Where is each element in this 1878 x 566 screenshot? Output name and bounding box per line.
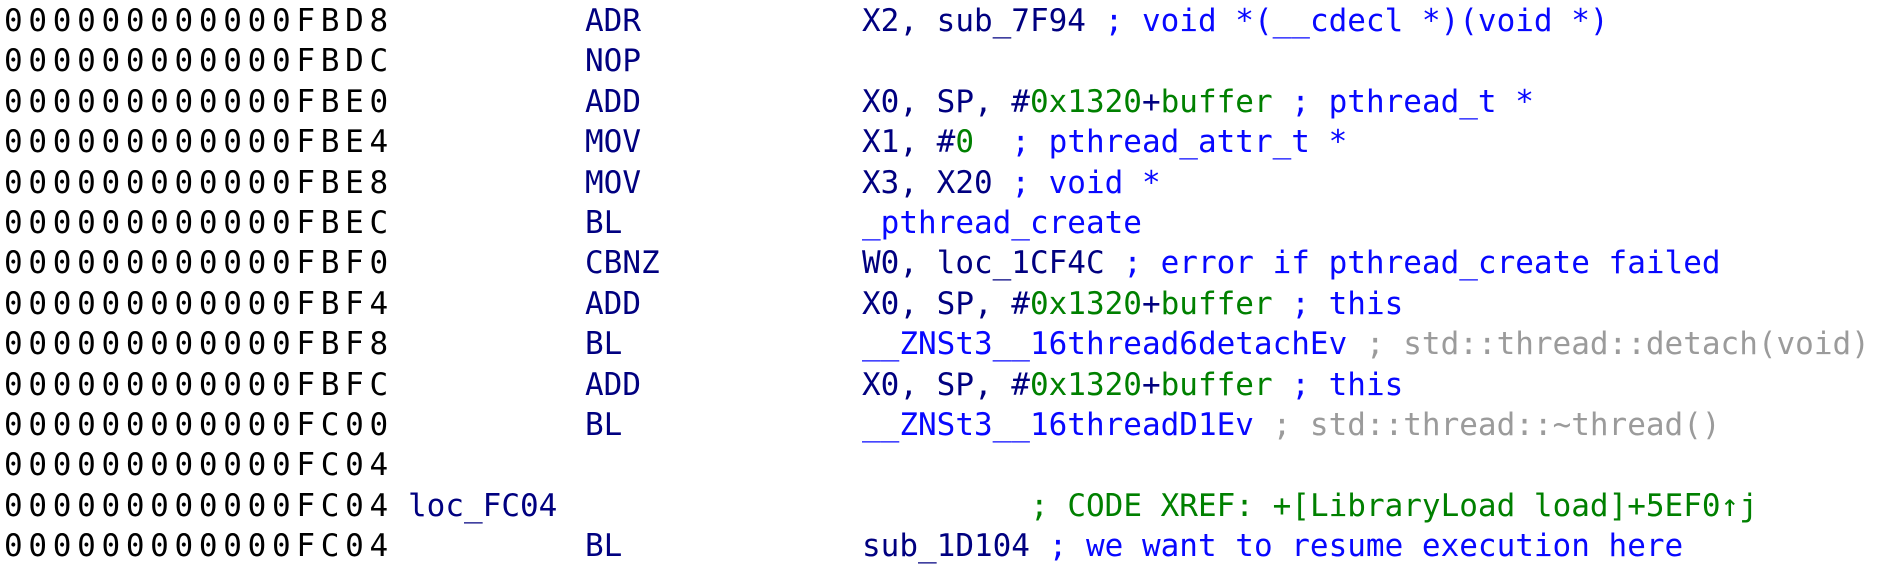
address: 000000000000FC04 (4, 487, 394, 524)
mnemonic: ADR (585, 3, 641, 39)
comment-text: ; this (1291, 285, 1404, 322)
number-literal: 0x1320 (1029, 83, 1142, 120)
instruction-body: X0, SP, #0x1320+buffer ; this (862, 365, 1403, 405)
operand-text: + (1141, 366, 1161, 403)
number-literal: buffer (1160, 285, 1273, 322)
mnemonic: BL (585, 326, 623, 363)
number-literal: 0x1320 (1029, 285, 1142, 322)
instruction-body: sub_1D104 ; we want to resume execution … (862, 526, 1683, 566)
asm-line[interactable]: 000000000000FBF4 ADD X0, SP, #0x1320+buffe… (0, 284, 1878, 324)
code-label[interactable]: loc_FC04 (408, 487, 558, 524)
asm-line[interactable]: 000000000000FC04 BL sub_1D104 ; we want to… (0, 526, 1878, 566)
asm-line[interactable]: 000000000000FC00 BL __ZNSt3__16threadD1Ev … (0, 405, 1878, 445)
mnemonic: MOV (585, 124, 641, 161)
instruction-body: _pthread_create (862, 203, 1142, 243)
operand-text (1273, 286, 1292, 322)
instruction-body: X2, sub_7F94 ; void *(__cdecl *)(void *) (862, 1, 1609, 41)
instruction-body: __ZNSt3__16thread6detachEv ; std::thread… (862, 324, 1870, 364)
operand-text: + (1141, 83, 1161, 120)
number-literal: buffer (1160, 83, 1273, 120)
address: 000000000000FC00 (4, 406, 394, 443)
asm-line[interactable]: 000000000000FBFC ADD X0, SP, #0x1320+buffe… (0, 365, 1878, 405)
address: 000000000000FBF8 (4, 326, 394, 363)
operand-text: X2, sub_7F94 (862, 3, 1105, 39)
mnemonic: ADD (585, 83, 641, 120)
asm-line[interactable]: 000000000000FBF8 BL __ZNSt3__16thread6deta… (0, 324, 1878, 364)
asm-line[interactable]: 000000000000FBEC BL _pthread_create (0, 203, 1878, 243)
instruction-body: X1, #0 ; pthread_attr_t * (862, 122, 1347, 162)
instruction-body: X3, X20 ; void * (862, 163, 1161, 203)
comment-text: ; void *(__cdecl *)(void *) (1104, 3, 1609, 39)
operand-text: + (1141, 285, 1161, 322)
asm-line[interactable]: 000000000000FBDC NOP (0, 41, 1878, 81)
function-name[interactable]: __ZNSt3__16threadD1Ev (862, 406, 1273, 443)
operand-text: X0, SP, # (862, 285, 1030, 322)
mnemonic: BL (585, 406, 623, 443)
comment-text: ; void * (1011, 164, 1161, 201)
operand-text: X0, SP, # (862, 366, 1030, 403)
operand-text (974, 124, 1011, 160)
operand-text (1273, 367, 1292, 403)
mnemonic: BL (585, 528, 623, 565)
address: 000000000000FC04 (4, 447, 394, 484)
address: 000000000000FBE4 (4, 124, 394, 161)
comment-text: ; pthread_attr_t * (1011, 124, 1348, 161)
address: 000000000000FBD8 (4, 3, 394, 39)
operand-text (1273, 84, 1292, 120)
operand-text: X3, X20 (862, 164, 1012, 201)
asm-line[interactable]: 000000000000FBE8 MOV X3, X20 ; void * (0, 163, 1878, 203)
asm-line[interactable]: 000000000000FC04 loc_FC04 ; CODE XREF: +[L… (0, 486, 1878, 526)
mnemonic: ADD (585, 285, 641, 322)
address: 000000000000FBF4 (4, 285, 394, 322)
demangled-comment: ; std::thread::detach(void) (1365, 326, 1870, 363)
number-literal: 0x1320 (1029, 366, 1142, 403)
mnemonic: ADD (585, 366, 641, 403)
instruction-body: __ZNSt3__16threadD1Ev ; std::thread::~th… (862, 405, 1721, 445)
comment-text: ; error if pthread_create failed (1123, 245, 1721, 282)
address: 000000000000FBE8 (4, 164, 394, 201)
address: 000000000000FBEC (4, 204, 394, 241)
mnemonic: BL (585, 204, 623, 241)
comment-text: ; pthread_t * (1291, 83, 1534, 120)
mnemonic: NOP (585, 43, 641, 80)
comment-text: ; we want to resume execution here (1048, 528, 1684, 565)
operand-text: X0, SP, # (862, 83, 1030, 120)
xref-comment: ; CODE XREF: +[LibraryLoad load]+5EF0↑j (1030, 487, 1758, 524)
demangled-comment: ; std::thread::~thread() (1272, 406, 1721, 443)
asm-line[interactable]: 000000000000FBD8 ADR X2, sub_7F94 ; void *… (0, 1, 1878, 41)
address: 000000000000FBE0 (4, 83, 394, 120)
instruction-body: X0, SP, #0x1320+buffer ; this (862, 284, 1403, 324)
mnemonic: MOV (585, 164, 641, 201)
operand-text: X1, # (862, 124, 956, 161)
function-name[interactable]: __ZNSt3__16thread6detachEv (862, 326, 1366, 363)
address: 000000000000FBFC (4, 366, 394, 403)
address: 000000000000FBDC (4, 43, 394, 80)
address: 000000000000FC04 (4, 528, 394, 565)
address: 000000000000FBF0 (4, 245, 394, 282)
instruction-body: X0, SP, #0x1320+buffer ; pthread_t * (862, 82, 1534, 122)
asm-line[interactable]: 000000000000FBF0 CBNZ W0, loc_1CF4C ; erro… (0, 243, 1878, 283)
asm-line[interactable]: 000000000000FC04 (0, 445, 1878, 485)
mnemonic: CBNZ (585, 245, 660, 282)
instruction-body: W0, loc_1CF4C ; error if pthread_create … (862, 243, 1721, 283)
asm-line[interactable]: 000000000000FBE4 MOV X1, #0 ; pthread_attr… (0, 122, 1878, 162)
number-literal: buffer (1160, 366, 1273, 403)
operand-text: W0, loc_1CF4C (862, 245, 1124, 282)
comment-text: ; this (1291, 366, 1404, 403)
operand-text: sub_1D104 (862, 528, 1049, 565)
number-literal: 0 (955, 124, 974, 161)
asm-line[interactable]: 000000000000FBE0 ADD X0, SP, #0x1320+buffe… (0, 82, 1878, 122)
function-name[interactable]: _pthread_create (862, 204, 1142, 241)
